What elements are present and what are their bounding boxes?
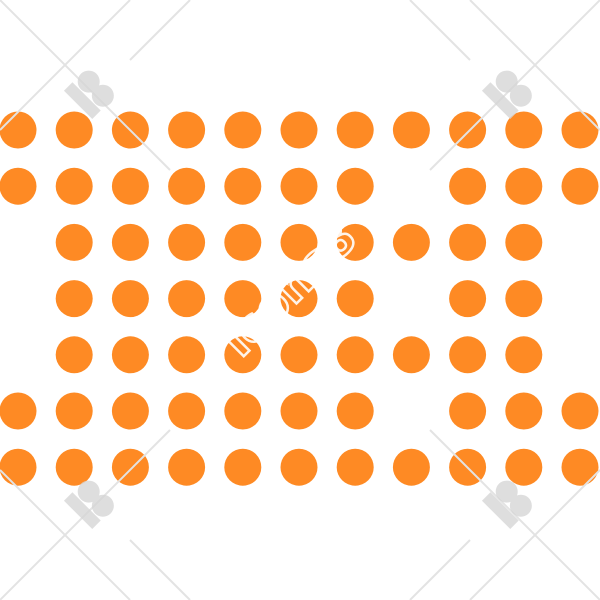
dot <box>55 448 93 486</box>
dot <box>55 111 93 149</box>
dot <box>336 111 374 149</box>
dot <box>561 448 599 486</box>
dot <box>336 336 374 374</box>
dot <box>0 167 37 205</box>
dot <box>280 280 318 318</box>
dot <box>505 111 543 149</box>
dot <box>449 111 487 149</box>
dot <box>111 223 149 261</box>
dot <box>505 280 543 318</box>
dot <box>168 280 206 318</box>
dot <box>561 167 599 205</box>
dot <box>392 111 430 149</box>
dot <box>111 111 149 149</box>
dot <box>449 392 487 430</box>
dot <box>111 336 149 374</box>
dot <box>505 223 543 261</box>
dot <box>224 448 262 486</box>
dot <box>111 167 149 205</box>
dot <box>55 280 93 318</box>
dot <box>55 392 93 430</box>
dot <box>224 223 262 261</box>
dot <box>561 111 599 149</box>
dot <box>111 392 149 430</box>
dot <box>280 336 318 374</box>
dot <box>336 167 374 205</box>
dot <box>55 336 93 374</box>
dot <box>168 392 206 430</box>
dot <box>168 167 206 205</box>
dot <box>505 336 543 374</box>
dot <box>168 223 206 261</box>
dot <box>336 448 374 486</box>
dot <box>280 448 318 486</box>
dot <box>449 336 487 374</box>
dot <box>449 223 487 261</box>
dot <box>0 392 37 430</box>
dot <box>55 223 93 261</box>
dot <box>449 167 487 205</box>
dot <box>224 392 262 430</box>
dot <box>392 223 430 261</box>
dot <box>168 448 206 486</box>
dot <box>505 448 543 486</box>
dot <box>168 111 206 149</box>
dot <box>561 392 599 430</box>
dot <box>224 336 262 374</box>
dot <box>280 392 318 430</box>
dot <box>280 167 318 205</box>
dot <box>449 448 487 486</box>
dot <box>224 111 262 149</box>
dot <box>449 280 487 318</box>
dot <box>336 392 374 430</box>
dot <box>392 448 430 486</box>
dot <box>280 223 318 261</box>
dot <box>505 167 543 205</box>
dot <box>0 111 37 149</box>
dot <box>336 223 374 261</box>
dot <box>280 111 318 149</box>
dot <box>168 336 206 374</box>
dot <box>224 280 262 318</box>
dot <box>392 336 430 374</box>
dot <box>111 448 149 486</box>
dot <box>505 392 543 430</box>
dot <box>55 167 93 205</box>
dot <box>224 167 262 205</box>
dot <box>0 448 37 486</box>
dot <box>111 280 149 318</box>
dot <box>336 280 374 318</box>
